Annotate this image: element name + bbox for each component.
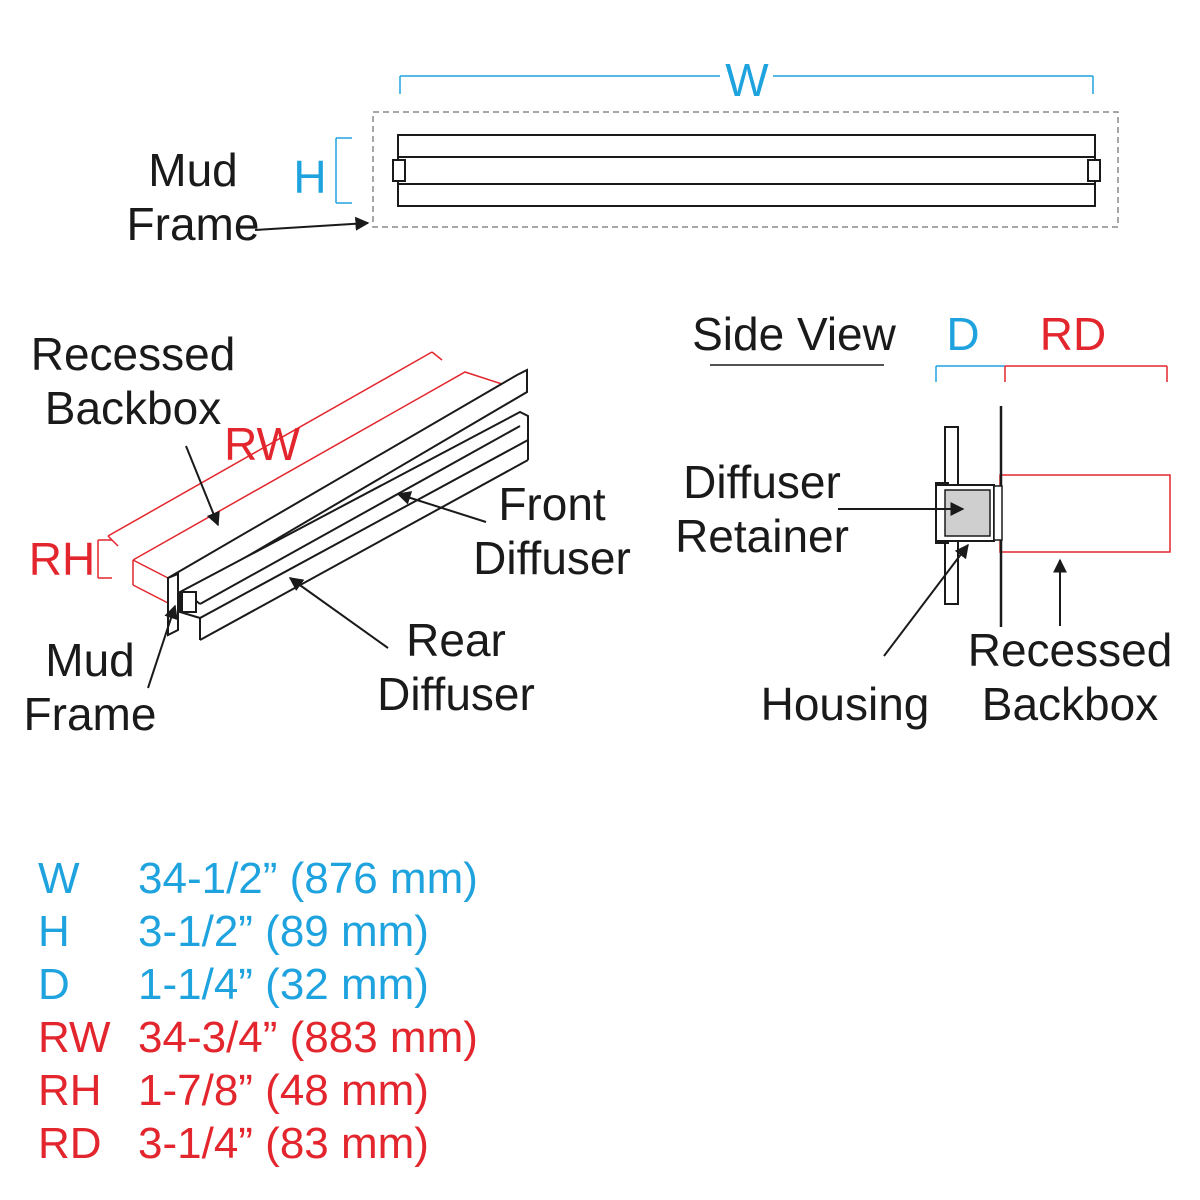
front-diffuser-label-line2: Diffuser (473, 532, 631, 584)
top-view: W H Mud Frame (127, 54, 1119, 250)
diffuser-body-iso (179, 410, 529, 641)
rear-diffuser-label-line2: Diffuser (377, 668, 535, 720)
h-label: H (293, 151, 326, 203)
iso-recessed-backbox-arrow (185, 445, 220, 527)
rear-diffuser-arrow (288, 577, 389, 649)
spec-value-h: 3-1/2” (89 mm) (138, 907, 429, 956)
rd-label: RD (1040, 308, 1106, 360)
rw-label: RW (224, 418, 300, 470)
side-diffuser-retainer (944, 489, 991, 537)
front-diffuser-arrow (396, 491, 487, 523)
spec-key-rh: RH (38, 1066, 102, 1115)
iso-mud-frame-arrow (147, 604, 178, 689)
d-dimension-line (935, 365, 1005, 382)
spec-value-rd: 3-1/4” (83 mm) (138, 1119, 429, 1168)
rw-dimension-line (107, 351, 443, 547)
rh-dimension-line (97, 539, 112, 579)
rear-diffuser-label-line1: Rear (406, 614, 506, 666)
spec-value-d: 1-1/4” (32 mm) (138, 960, 429, 1009)
spec-key-h: H (38, 907, 70, 956)
iso-recessed-backbox-label-line2: Backbox (45, 382, 221, 434)
grille-front-view (392, 134, 1101, 207)
side-recessed-backbox-label-line2: Backbox (982, 678, 1158, 730)
spec-value-w: 34-1/2” (876 mm) (138, 854, 478, 903)
spec-value-rw: 34-3/4” (883 mm) (138, 1013, 478, 1062)
iso-mud-frame-label-line2: Frame (24, 688, 157, 740)
spec-key-w: W (38, 854, 80, 903)
w-dimension-line (399, 75, 1094, 94)
d-label: D (946, 308, 979, 360)
isometric-view: RW RH Recessed Backbox Front Diffuser (24, 328, 631, 740)
side-view-title: Side View (692, 308, 897, 360)
spec-value-rh: 1-7/8” (48 mm) (138, 1066, 429, 1115)
w-label: W (725, 54, 769, 106)
mud-frame-label-line1: Mud (148, 144, 237, 196)
side-recessed-backbox-label-line1: Recessed (968, 624, 1173, 676)
spec-key-rd: RD (38, 1119, 102, 1168)
diffuser-retainer-label-line2: Retainer (675, 510, 849, 562)
housing-arrow (883, 543, 969, 657)
rh-label: RH (29, 533, 95, 585)
mud-frame-label-line2: Frame (127, 198, 260, 250)
side-view: Side View D RD Diffuser Retainer (675, 308, 1172, 730)
recessed-backbox-iso (132, 371, 506, 604)
iso-mud-frame-label-line1: Mud (45, 634, 134, 686)
spec-table: W 34-1/2” (876 mm) H 3-1/2” (89 mm) D 1-… (38, 854, 478, 1168)
spec-key-d: D (38, 960, 70, 1009)
diffuser-retainer-label-line1: Diffuser (683, 456, 841, 508)
side-housing-flange (993, 485, 1003, 541)
mud-frame-iso (167, 368, 528, 637)
rd-dimension-line (1004, 365, 1168, 382)
front-diffuser-label-line1: Front (498, 478, 606, 530)
mud-frame-arrow (254, 216, 370, 231)
spec-key-rw: RW (38, 1013, 111, 1062)
iso-recessed-backbox-label-line1: Recessed (31, 328, 236, 380)
housing-label: Housing (761, 678, 930, 730)
mud-frame-outline (372, 111, 1119, 228)
h-dimension-line (335, 137, 352, 204)
side-recessed-backbox (999, 474, 1171, 553)
